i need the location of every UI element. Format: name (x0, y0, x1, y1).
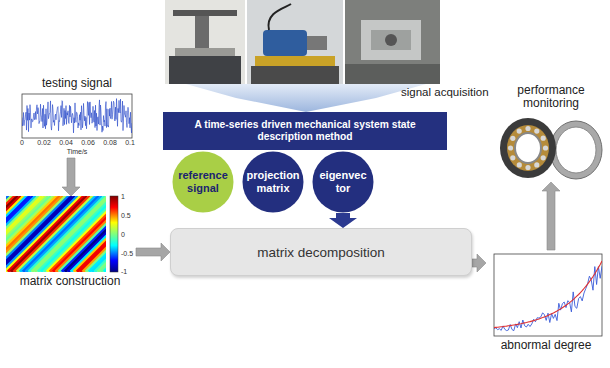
process-circle: eigenvector (312, 151, 374, 213)
block-arrow (329, 213, 357, 228)
figure-part (263, 30, 307, 56)
block-arrow (62, 158, 80, 196)
process-circle: projection matrix (242, 151, 304, 213)
bearing-photo: performance monitoring (496, 84, 606, 182)
circle-outline (173, 152, 234, 213)
axis-tick: 0.1 (125, 139, 135, 147)
roller (510, 136, 515, 141)
title-band: A time-series driven mechanical system s… (163, 112, 447, 150)
axis-title: Time/s (67, 148, 88, 156)
circle-outline (313, 152, 374, 213)
axis-tick: 0.08 (103, 139, 117, 147)
figure-part (175, 48, 235, 56)
roller (508, 145, 513, 150)
figure-part (371, 30, 411, 50)
matrix-image: matrix construction (4, 196, 136, 292)
colorbar-tick: 1 (121, 193, 125, 201)
flow-arrow (234, 179, 242, 186)
photo-bearing-housing (345, 0, 440, 84)
roller (541, 155, 546, 160)
block-arrow (472, 254, 486, 272)
funnel-arrow (186, 84, 426, 112)
figure-part (385, 34, 397, 46)
node-label: matrix construction (4, 275, 136, 288)
node-label: matrix decomposition (257, 245, 385, 260)
figure-part (307, 36, 327, 50)
node-label: reference signal (175, 169, 231, 194)
block-arrow (136, 243, 170, 261)
figure-part (251, 66, 339, 84)
degree-trace (494, 266, 602, 331)
trend-plot: abnormal degree (486, 250, 606, 356)
colorbar-tick: 0 (121, 231, 125, 239)
figure-part (515, 133, 541, 163)
roller (541, 136, 546, 141)
matrix-stripe (92, 196, 106, 272)
roller (534, 129, 539, 134)
photo-panel: signal acquisition (165, 0, 470, 84)
plot-frame (22, 94, 132, 138)
roller (534, 162, 539, 167)
node-label: eigenvector (318, 169, 368, 194)
process-circle: reference signal (172, 151, 234, 213)
roller (510, 155, 515, 160)
node-label: signal acquisition (401, 86, 489, 98)
flow-arrow (304, 179, 312, 186)
colorbar-tick: -0.5 (121, 250, 133, 258)
circle-outline (243, 152, 304, 213)
axis-tick: 0.06 (81, 139, 95, 147)
colorbar-tick: 0.5 (121, 212, 131, 220)
node-label: testing signal (22, 77, 132, 90)
rolling-bearing (500, 118, 556, 178)
figure-part (268, 4, 291, 30)
figure-part (255, 56, 335, 66)
figure-part (195, 16, 209, 52)
figure-part (173, 10, 237, 16)
figure-part (345, 64, 440, 84)
matrix-stripe (98, 196, 106, 272)
axis-tick: 0.02 (37, 139, 51, 147)
photo-test-rig (247, 0, 343, 84)
roller (543, 145, 548, 150)
figure-part (556, 127, 596, 173)
node-label: A time-series driven mechanical system s… (163, 119, 447, 144)
hankel-matrix (6, 196, 106, 272)
plot-frame (494, 254, 602, 336)
axis-tick: 0 (20, 139, 24, 147)
roller (525, 165, 530, 170)
trend-curve (494, 261, 602, 328)
figure-part (507, 125, 549, 171)
matrix-stripe (101, 196, 106, 272)
photo-machine (165, 0, 245, 84)
roller (517, 162, 522, 167)
roller (525, 126, 530, 131)
signal-trace (22, 99, 132, 133)
colorbar (110, 196, 118, 272)
roller (517, 129, 522, 134)
colorbar-tick: -1 (121, 268, 127, 276)
node-label: performance monitoring (496, 84, 606, 110)
block-arrow (542, 182, 560, 250)
process-box: matrix decomposition (170, 228, 472, 276)
node-label: projection matrix (245, 169, 301, 194)
axis-tick: 0.04 (59, 139, 73, 147)
illustration (165, 0, 470, 84)
outer-ring (550, 121, 602, 179)
matrix-stripe (95, 196, 106, 272)
figure-part (169, 56, 241, 84)
matrix-stripe (104, 196, 106, 272)
node-label: abnormal degree (486, 339, 606, 352)
figure-part (361, 20, 421, 60)
